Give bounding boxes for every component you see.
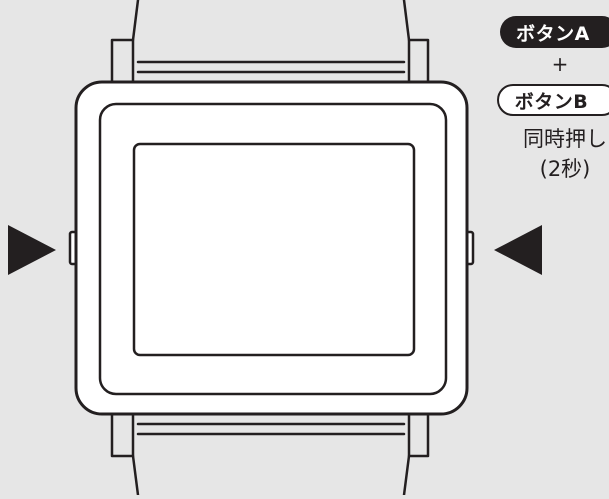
button-b-label: ボタンB <box>497 84 609 116</box>
button-a-label: ボタンA <box>500 16 609 48</box>
instruction-text: 同時押し (2秒) <box>500 124 609 184</box>
watch-strap-top <box>110 0 430 84</box>
left-arrow-icon <box>8 225 56 275</box>
watch-screen <box>132 142 416 357</box>
right-arrow-icon <box>494 225 542 275</box>
instruction-duration: (2秒) <box>539 157 591 181</box>
plus-sign: + <box>551 52 569 76</box>
watch-strap-bottom <box>110 412 430 497</box>
instruction-action: 同時押し <box>523 127 607 151</box>
